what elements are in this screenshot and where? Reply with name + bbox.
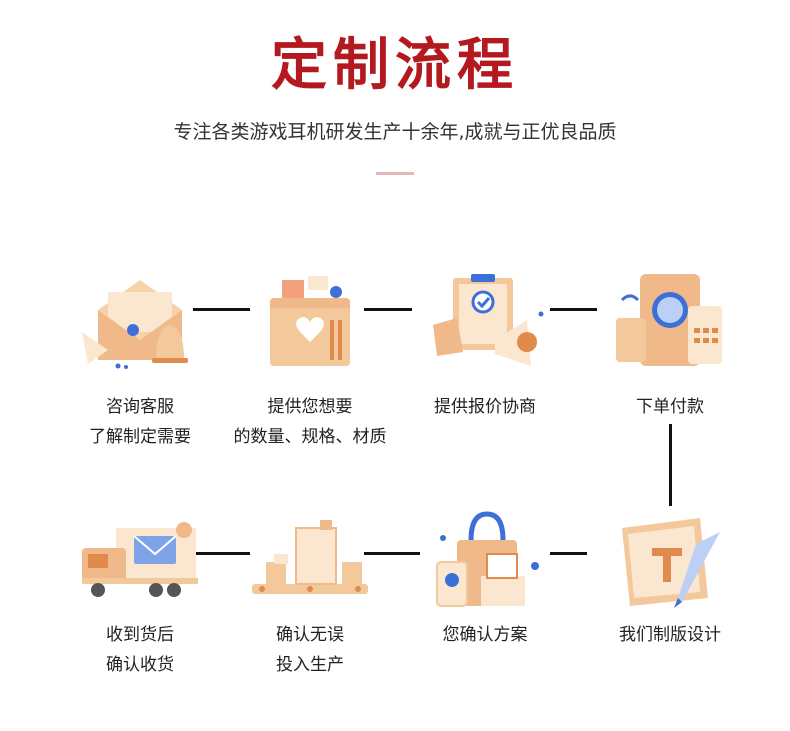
step-label-line1: 收到货后 xyxy=(106,625,174,645)
connector xyxy=(364,308,412,311)
step-label-line1: 下单付款 xyxy=(636,397,704,417)
delivery-truck-icon xyxy=(82,522,198,597)
step-label-line1: 提供报价协商 xyxy=(434,397,536,417)
step-label-line2: 确认收货 xyxy=(106,655,174,675)
production-line-icon xyxy=(252,520,368,594)
title-divider xyxy=(376,172,414,175)
step-label-line1: 咨询客服 xyxy=(106,397,174,417)
step-label-line1: 您确认方案 xyxy=(442,625,528,645)
folder-heart-icon xyxy=(270,276,350,366)
step-label-line1: 提供您想要 xyxy=(267,397,353,417)
page-subtitle: 专注各类游戏耳机研发生产十余年,成就与正优良品质 xyxy=(173,121,617,143)
connector xyxy=(364,552,420,555)
clipboard-megaphone-icon xyxy=(433,274,544,366)
step-label-line1: 我们制版设计 xyxy=(619,625,721,645)
step-label-line1: 确认无误 xyxy=(276,625,344,645)
connector xyxy=(550,552,587,555)
connector xyxy=(550,308,597,311)
shopping-bag-check-icon xyxy=(436,511,539,607)
connector xyxy=(193,552,250,555)
step-label-line2: 投入生产 xyxy=(276,655,344,675)
mail-bell-icon xyxy=(82,280,188,369)
step-label-line2: 了解制定需要 xyxy=(89,427,191,447)
connector xyxy=(193,308,250,311)
page-title: 定制流程 xyxy=(271,33,519,98)
step-label-line2: 的数量、规格、材质 xyxy=(233,427,387,447)
pos-payment-icon xyxy=(616,274,722,366)
design-pen-icon xyxy=(622,518,720,608)
connector xyxy=(669,424,672,506)
